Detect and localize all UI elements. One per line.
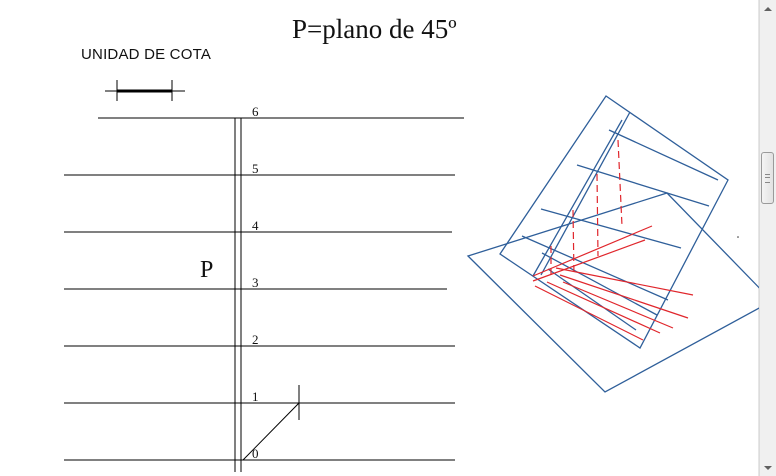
elevation-label: 3: [252, 275, 259, 290]
plane-label: P: [200, 257, 214, 283]
scroll-thumb[interactable]: [761, 152, 774, 204]
elevation-label: 1: [252, 389, 259, 404]
elevation-label: 2: [252, 332, 259, 347]
elevation-label: 5: [252, 161, 259, 176]
vertical-scrollbar[interactable]: [759, 0, 776, 476]
elevation-label: 0: [252, 446, 259, 461]
technical-drawing: [64, 80, 759, 472]
level-lines: [64, 117, 464, 461]
angle-construction: [242, 385, 300, 461]
scroll-grip-icon: [765, 173, 770, 183]
cota-unit-scale: [105, 80, 185, 101]
page-title: P=plano de 45º: [292, 14, 457, 44]
perspective-sketch: [466, 95, 759, 393]
scroll-up-arrow-icon: [764, 6, 772, 11]
slope-scale: [234, 118, 242, 472]
document-page: P=plano de 45º UNIDAD DE COTA P 6 5 4 3 …: [64, 0, 759, 476]
scroll-down-button[interactable]: [760, 459, 776, 476]
cota-unit-label: UNIDAD DE COTA: [81, 46, 212, 63]
elevation-label: 6: [252, 104, 259, 119]
scroll-up-button[interactable]: [760, 0, 776, 17]
elevation-label: 4: [252, 218, 259, 233]
scroll-down-arrow-icon: [764, 465, 772, 470]
